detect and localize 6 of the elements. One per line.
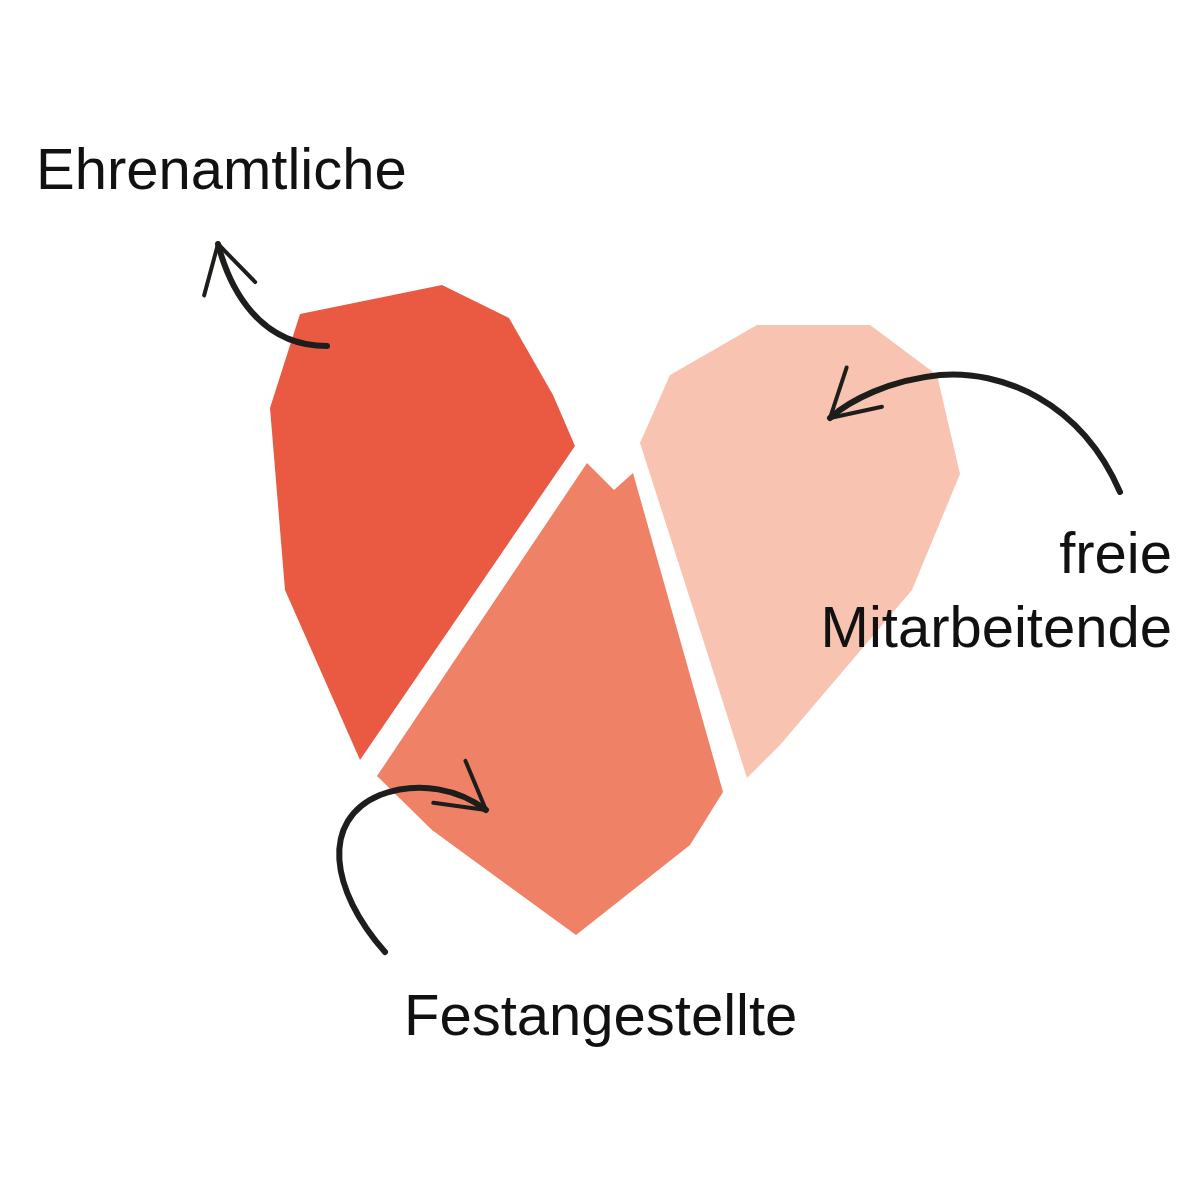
curved-arrow [203,241,330,349]
group-label: freie Mitarbeitende [819,519,1172,661]
group-label: Festangestellte [404,981,799,1049]
curved-arrow [336,759,489,955]
curved-arrow [827,366,1123,495]
group-label: Ehrenamtliche [36,135,408,203]
